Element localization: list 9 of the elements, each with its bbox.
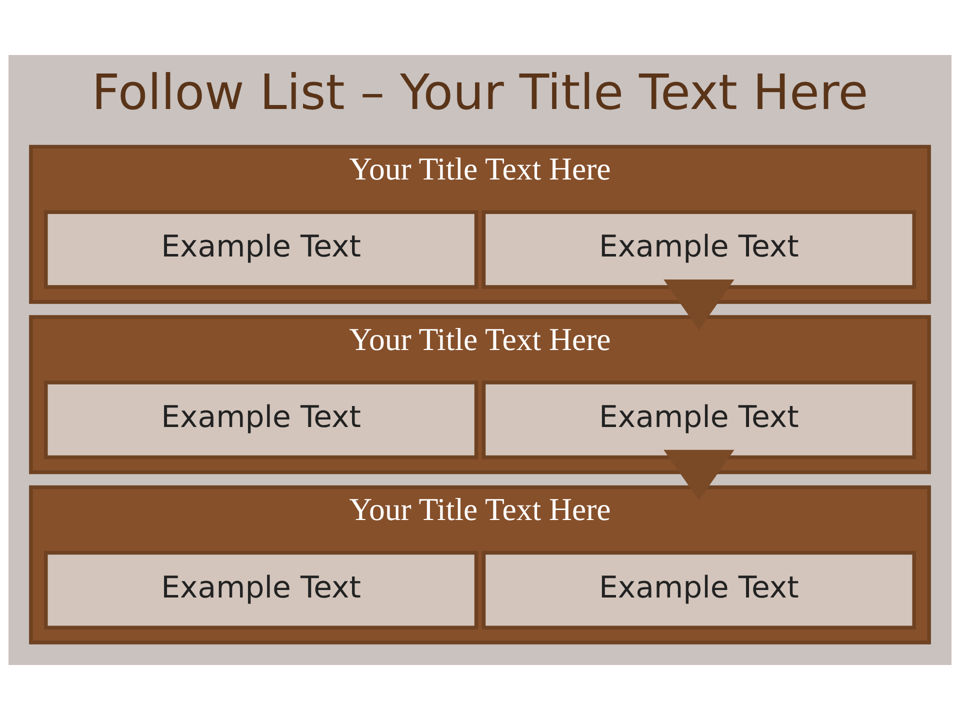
node-box: Example Text [44,550,478,630]
arrow [664,280,734,330]
node-box: Example Text [482,550,916,630]
diagram-title: Follow List – Your Title Text Here [92,64,868,121]
node-box: Example Text [482,380,916,460]
arrow [664,450,734,500]
node-box: Example Text [482,210,916,289]
node-box: Example Text [44,210,478,289]
node-box: Example Text [44,380,478,460]
